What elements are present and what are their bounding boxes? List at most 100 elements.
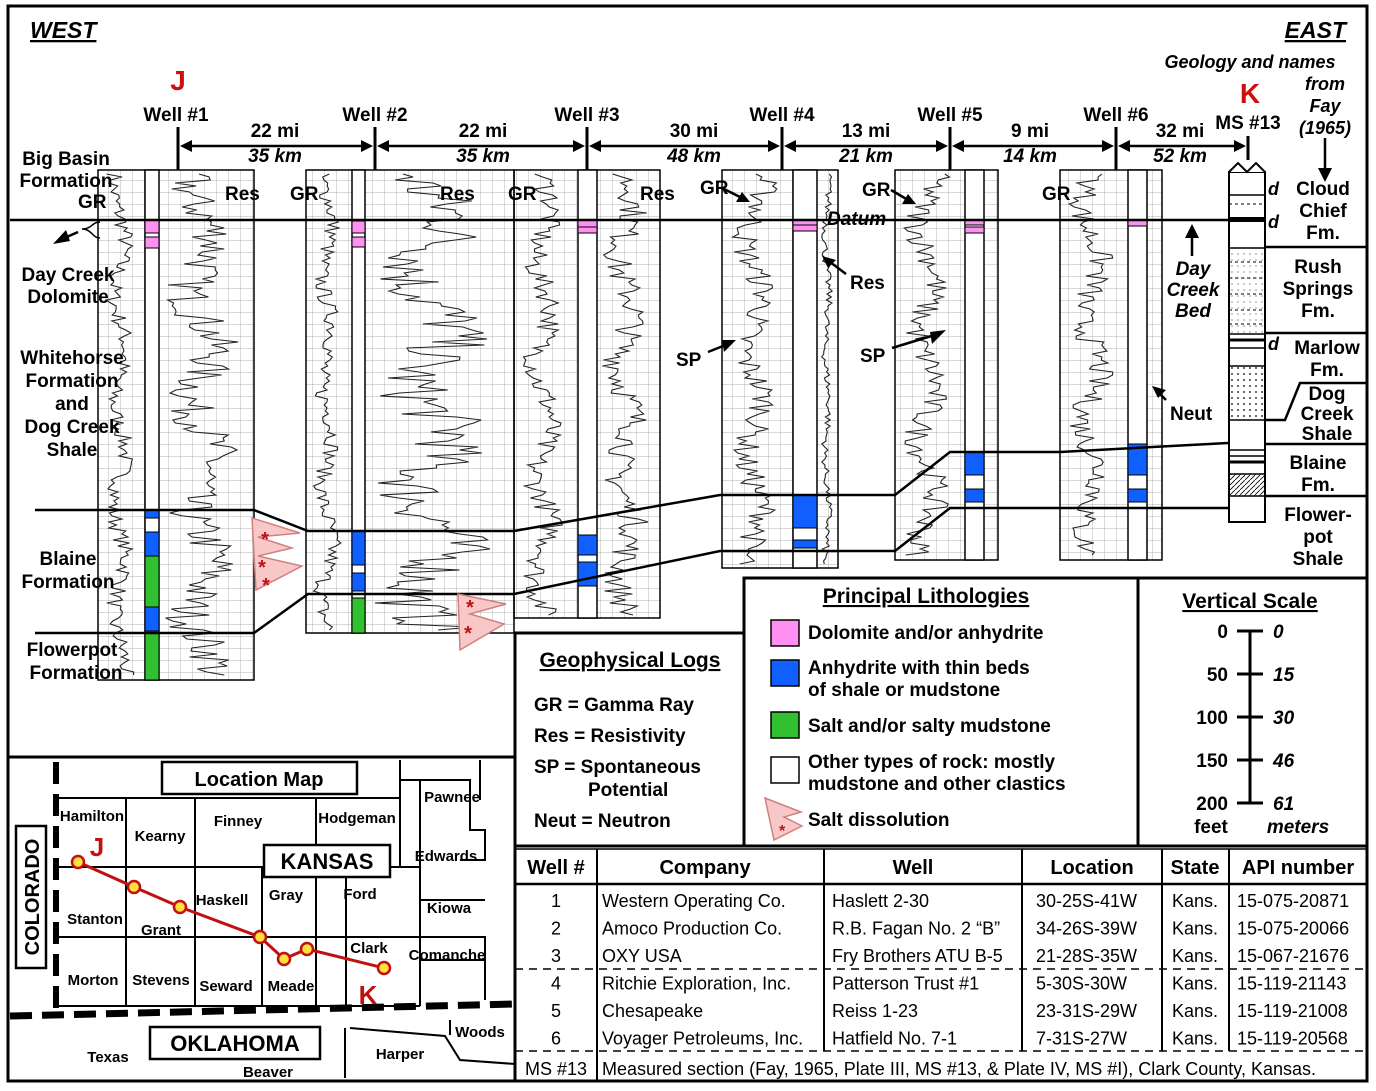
table-header-cell: State <box>1171 857 1220 879</box>
lithology-band <box>352 221 365 233</box>
well-dot <box>301 943 313 955</box>
neut-label: Neut <box>1170 404 1213 425</box>
d-label: d <box>1268 179 1280 199</box>
day-creek-label: Dolomite <box>27 287 108 308</box>
lithology-band <box>352 598 365 633</box>
day-creek-bed-line: Day <box>1176 259 1212 280</box>
table-header-cell: Well <box>893 857 934 879</box>
lithology-legend <box>744 578 1138 846</box>
table-cell: 15-119-21143 <box>1237 974 1346 994</box>
scale-meters: 0 <box>1273 622 1284 643</box>
county-label: Finney <box>214 813 263 830</box>
spacing-mi: 13 mi <box>842 121 891 142</box>
blaine-left-label: Formation <box>22 572 115 593</box>
flowerpot-left-label: Flowerpot <box>27 640 118 661</box>
day-creek-arrowhead <box>53 230 70 244</box>
well-dot <box>254 931 266 943</box>
res-label: Res <box>440 184 475 205</box>
scale-meters: 61 <box>1273 794 1294 815</box>
marlow-label: Marlow <box>1294 338 1360 359</box>
well-log-panel <box>98 170 254 680</box>
well-label-5: Well #5 <box>917 105 983 126</box>
well-dot <box>174 901 186 913</box>
spacing-mi: 9 mi <box>1011 121 1049 142</box>
lithology-band <box>793 495 817 528</box>
county-label: Meade <box>268 978 315 995</box>
source-note-line: Fay <box>1309 96 1341 116</box>
source-note-line: from <box>1305 74 1345 94</box>
lithology-item: Salt and/or salty mudstone <box>808 716 1051 737</box>
spacing-mi: 22 mi <box>251 121 300 142</box>
lithology-band <box>965 452 984 475</box>
table-header-cell: Company <box>659 857 751 879</box>
lithology-band <box>965 489 984 502</box>
spacing-km: 21 km <box>838 146 893 167</box>
lithology-band <box>793 540 817 548</box>
d-label: d <box>1268 212 1280 232</box>
anhydrite-swatch <box>771 660 799 686</box>
well-log-panel <box>1060 170 1162 560</box>
table-cell: R.B. Fagan No. 2 “B” <box>832 919 1000 939</box>
county-label: Texas <box>87 1049 128 1066</box>
county-label: Hodgeman <box>318 810 396 827</box>
source-note-line: Geology and names <box>1164 52 1335 72</box>
gr-label: GR <box>508 184 537 205</box>
scale-feet: 0 <box>1217 622 1228 643</box>
map-title: Location Map <box>195 769 324 791</box>
blaine-right-label: Blaine <box>1289 453 1346 474</box>
table-cell: Kans. <box>1172 1029 1218 1049</box>
oklahoma-label: OKLAHOMA <box>170 1031 300 1056</box>
datum-label: Datum <box>827 209 886 230</box>
dolomite-swatch <box>771 620 799 646</box>
scale-meters: 30 <box>1273 708 1295 729</box>
lithology-band <box>578 562 597 586</box>
well-log-panel <box>895 170 998 560</box>
table-cell: Kans. <box>1172 919 1218 939</box>
d-label: d <box>1268 334 1280 354</box>
table-header-cell: Well # <box>527 857 584 879</box>
legend-log-item: Potential <box>588 780 668 801</box>
table-cell: Kans. <box>1172 891 1218 911</box>
ms13-column <box>1229 163 1265 522</box>
county-label: Pawnee <box>424 789 480 806</box>
spacing-mi: 22 mi <box>459 121 508 142</box>
table-cell: 6 <box>551 1029 561 1049</box>
lithology-band <box>145 631 159 680</box>
table-header-cell: Location <box>1050 857 1133 879</box>
table-cell: 7-31S-27W <box>1036 1029 1127 1049</box>
lithology-item: Dolomite and/or anhydrite <box>808 623 1043 644</box>
county-label: Harper <box>376 1046 425 1063</box>
table-cell: 2 <box>551 919 561 939</box>
table-cell: 34-26S-39W <box>1036 919 1137 939</box>
vertical-scale-box <box>1138 578 1367 846</box>
well-dot <box>378 962 390 974</box>
blaine-left-label: Blaine <box>39 549 96 570</box>
table-cell: 15-075-20066 <box>1237 919 1349 939</box>
day-creek-bed-line: Creek <box>1167 280 1221 301</box>
table-cell: 21-28S-35W <box>1036 946 1137 966</box>
rush-springs-label: Fm. <box>1301 301 1335 322</box>
day-creek-label: Day Creek <box>22 265 115 286</box>
lithology-band <box>793 225 817 231</box>
table-header-cell: API number <box>1242 857 1354 879</box>
county-label: Edwards <box>415 848 478 865</box>
table-cell: 4 <box>551 974 561 994</box>
scale-meters: 46 <box>1272 751 1295 772</box>
table-cell: 3 <box>551 946 561 966</box>
lithology-band <box>578 535 597 555</box>
vertical-scale-title: Vertical Scale <box>1182 590 1317 613</box>
footer-id: MS #13 <box>525 1059 587 1079</box>
well-log-panel <box>514 170 660 618</box>
lithology-band <box>965 227 984 233</box>
whitehorse-label: Whitehorse <box>20 348 123 369</box>
table-cell: Kans. <box>1172 974 1218 994</box>
spacing-mi: 32 mi <box>1156 121 1205 142</box>
county-label: Beaver <box>243 1064 293 1081</box>
lithology-band <box>352 573 365 591</box>
sp-label: SP <box>860 346 886 367</box>
footer-text: Measured section (Fay, 1965, Plate III, … <box>602 1059 1316 1079</box>
gr-label: GR <box>290 184 319 205</box>
right-unit-labels: Cloud Chief Fm. Rush Springs Fm. Marlow … <box>1283 179 1360 570</box>
well-dot <box>72 856 84 868</box>
